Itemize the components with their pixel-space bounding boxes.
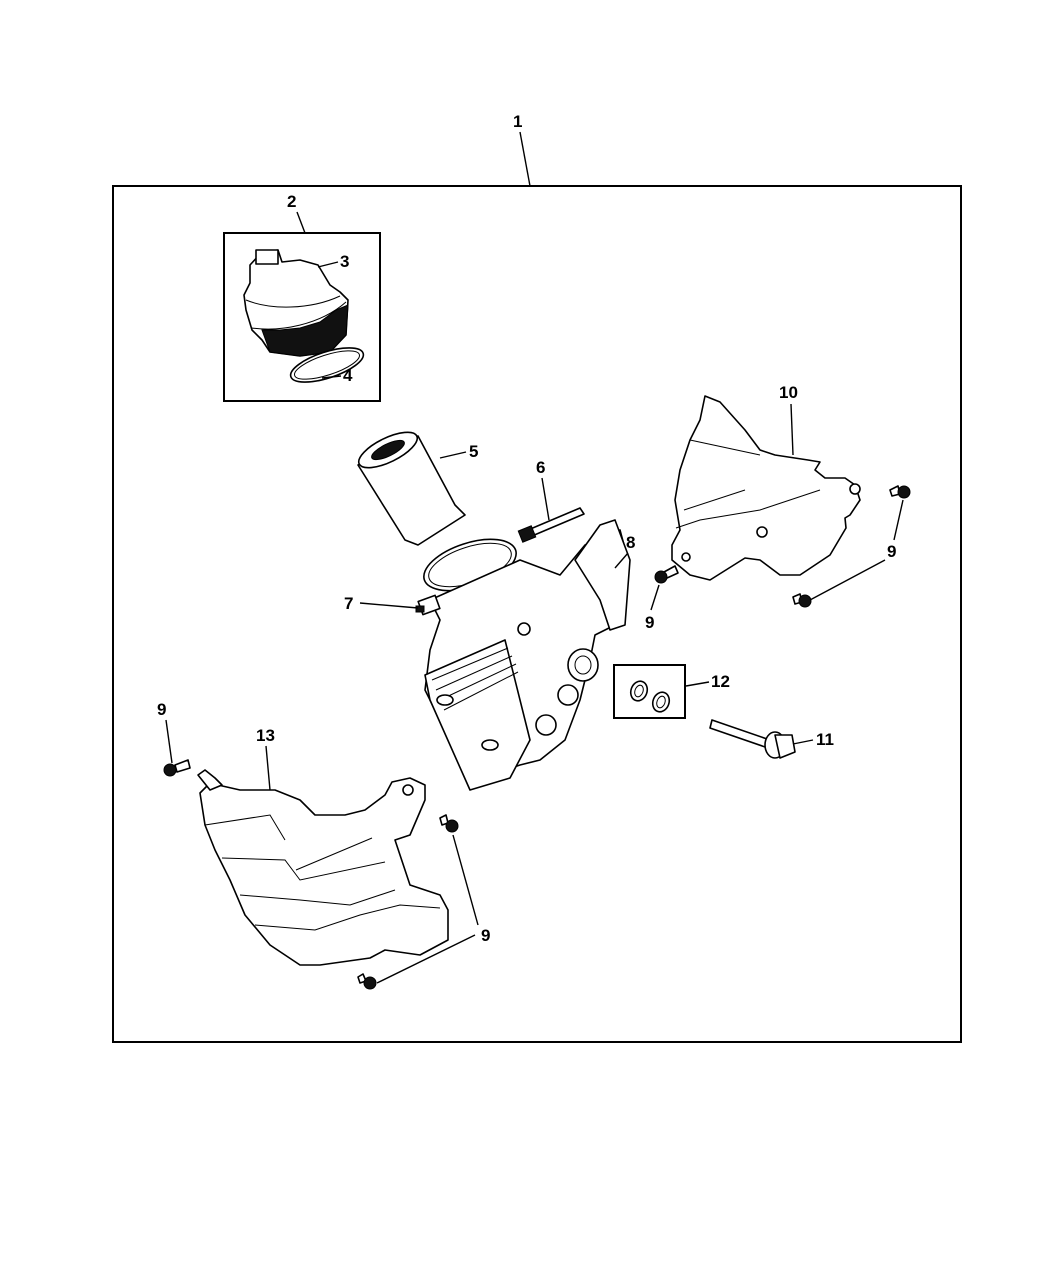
- leader-line: [321, 375, 342, 379]
- bolt-6[interactable]: [517, 507, 585, 543]
- leader-line: [790, 403, 794, 456]
- callout-label: 13: [256, 726, 275, 745]
- callout-label: 11: [816, 730, 834, 749]
- leader-line: [317, 261, 339, 268]
- callout-label: 1: [513, 112, 522, 131]
- callout-label: 9: [157, 700, 166, 719]
- callout-label: 7: [344, 594, 353, 613]
- leader-line: [296, 211, 306, 234]
- callout-label: 12: [711, 672, 730, 691]
- callout-label: 2: [287, 192, 296, 211]
- bolt-9-b[interactable]: [792, 593, 812, 608]
- leader-line: [650, 584, 660, 611]
- leader-line: [376, 934, 476, 984]
- callout-9-e[interactable]: 9: [376, 834, 490, 984]
- leader-line: [519, 131, 531, 187]
- callout-label: 10: [779, 383, 798, 402]
- leader-line: [452, 834, 479, 926]
- callout-label: 5: [469, 442, 478, 461]
- oil-filter-cap[interactable]: [243, 249, 349, 357]
- callout-12[interactable]: 12: [685, 672, 730, 691]
- callout-label: 9: [645, 613, 654, 632]
- leader-line: [614, 552, 629, 569]
- callout-10[interactable]: 10: [779, 383, 798, 456]
- callout-1[interactable]: 1: [513, 112, 531, 187]
- callout-label: 4: [343, 366, 353, 385]
- callout-13[interactable]: 13: [256, 726, 275, 791]
- bolt-9-d[interactable]: [163, 759, 191, 777]
- callout-label: 3: [340, 252, 349, 271]
- callout-label: 6: [536, 458, 545, 477]
- callout-8[interactable]: 8: [614, 533, 635, 569]
- callout-6[interactable]: 6: [536, 458, 550, 521]
- seal-kit[interactable]: [628, 679, 672, 714]
- callout-2[interactable]: 2: [287, 192, 306, 234]
- callout-label: 8: [626, 533, 635, 552]
- o-ring[interactable]: [287, 341, 367, 389]
- cap-kit-box: [223, 232, 381, 402]
- leader-line: [792, 739, 814, 745]
- callout-label: 9: [887, 542, 896, 561]
- callout-3[interactable]: 3: [317, 252, 349, 271]
- assembly-frame: [112, 185, 962, 1043]
- leader-line: [541, 477, 550, 521]
- heat-shield-upper[interactable]: [671, 395, 861, 581]
- bolt-9-c[interactable]: [654, 565, 679, 584]
- leader-line: [893, 499, 904, 541]
- callout-9-c[interactable]: 9: [645, 584, 660, 632]
- sensor[interactable]: [415, 594, 441, 616]
- bolt-11[interactable]: [709, 719, 796, 759]
- leader-line: [439, 451, 467, 459]
- oil-filter-housing[interactable]: [418, 519, 631, 791]
- callout-4[interactable]: 4: [321, 366, 353, 385]
- callout-7[interactable]: 7: [344, 594, 419, 613]
- callout-9-b[interactable]: [809, 559, 886, 601]
- leader-line: [359, 602, 419, 609]
- leader-line: [165, 719, 173, 764]
- callout-9-d[interactable]: 9: [157, 700, 173, 764]
- seal-kit-box: [613, 664, 686, 719]
- callout-11[interactable]: 11: [792, 730, 834, 749]
- leader-line: [809, 559, 886, 601]
- callout-5[interactable]: 5: [439, 442, 478, 461]
- heat-shield-lower[interactable]: [197, 769, 449, 966]
- callout-9-a[interactable]: 9: [887, 499, 904, 561]
- leader-line: [685, 681, 710, 687]
- callout-label: 9: [481, 926, 490, 945]
- bolt-9-e[interactable]: [357, 814, 459, 990]
- oil-filter-element[interactable]: [354, 425, 466, 546]
- leader-line: [265, 745, 271, 791]
- bolt-9-a[interactable]: [889, 485, 911, 499]
